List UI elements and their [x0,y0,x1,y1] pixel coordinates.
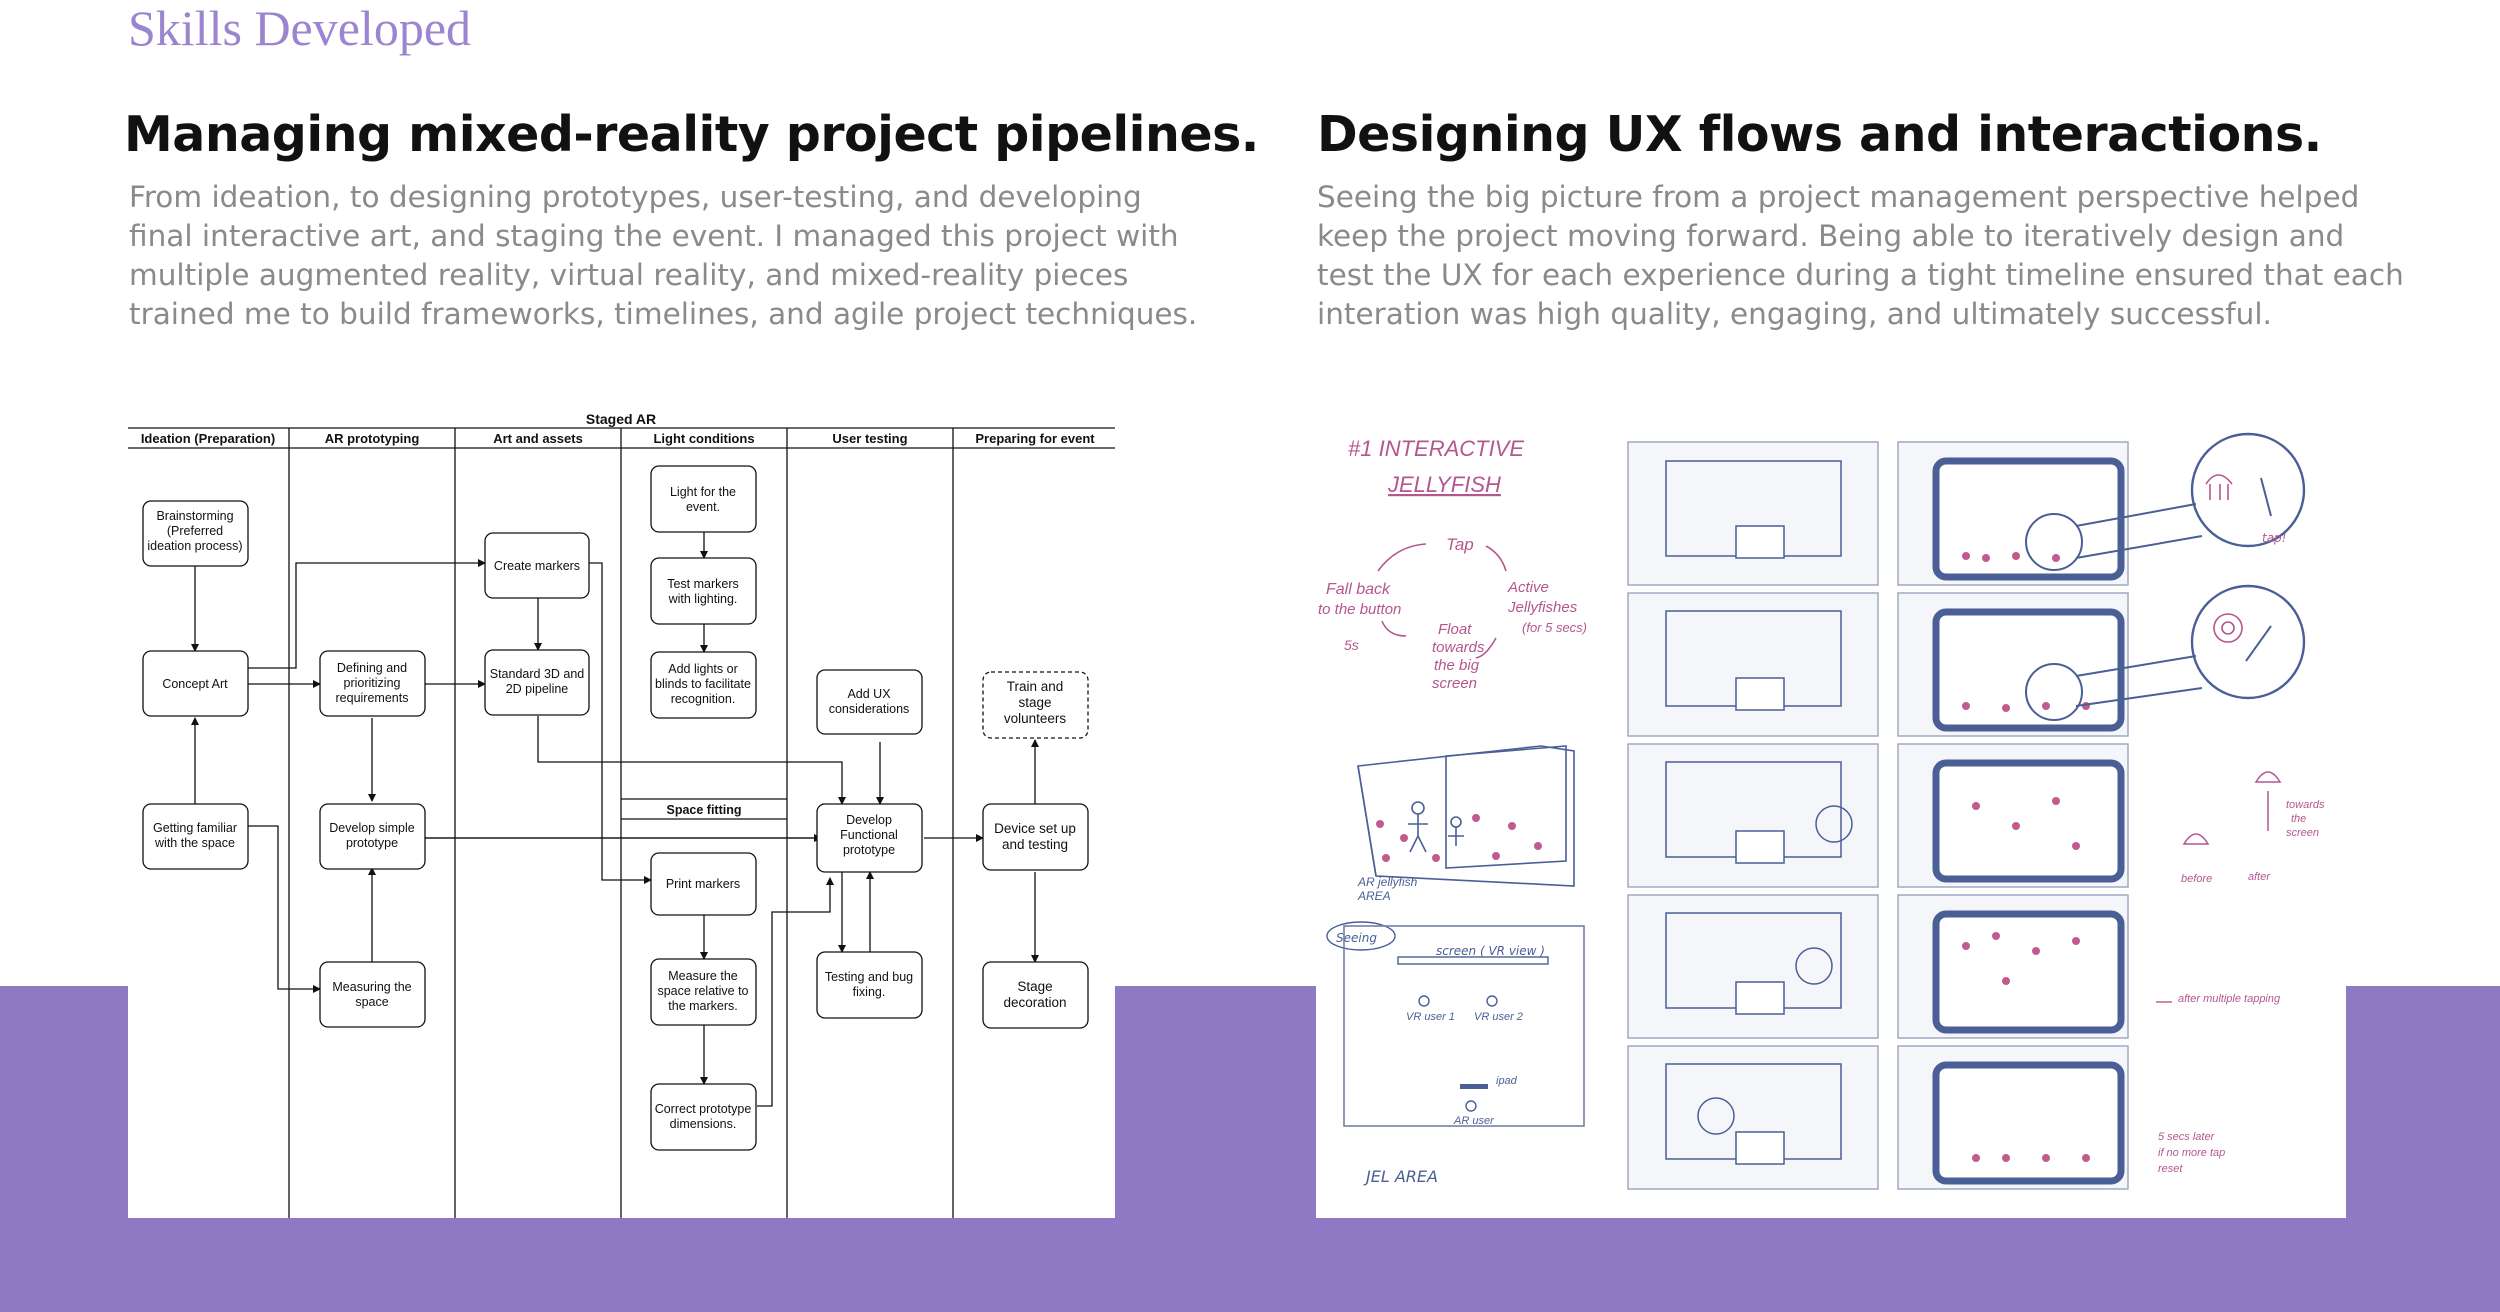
node-add-lights-3: recognition. [671,692,736,706]
ar-area-1: AR jellyfish [1357,875,1418,889]
node-functional-2: Functional [840,828,898,842]
vr-user-1: VR user 1 [1406,1011,1455,1023]
ar-user-label: AR user [1453,1115,1495,1127]
lane-light-conditions: Light conditions [653,431,754,446]
flowchart-svg: Staged AR Ideation (Preparation) AR prot… [128,411,1115,1218]
node-testing-1: Testing and bug [825,970,913,984]
cycle-float-1: Float [1438,621,1472,638]
node-measuring-1: Measuring the [332,980,411,994]
node-stage-decoration-1: Stage [1017,979,1052,994]
node-test-markers-2: with lighting. [668,592,738,606]
node-simple-proto-1: Develop simple [329,821,415,835]
node-measure-rel-3: the markers. [668,999,737,1013]
ipad-label: ipad [1496,1075,1518,1087]
ux-description: Seeing the big picture from a project ma… [1317,180,2404,331]
node-correct-proto-1: Correct prototype [655,1102,752,1116]
node-device-2: and testing [1002,837,1068,852]
cycle-float-3: the big [1434,657,1480,674]
space-fitting-label: Space fitting [666,803,741,817]
storyboard-svg: #1 INTERACTIVE JELLYFISH Tap Active Jell… [1318,432,2325,1190]
node-pipeline-1: Standard 3D and [490,667,585,681]
ux-storyboard-sketch: #1 INTERACTIVE JELLYFISH Tap Active Jell… [1316,406,2346,1218]
node-functional-3: prototype [843,843,895,857]
cycle-tap: Tap [1446,535,1474,554]
node-train-3: volunteers [1004,711,1067,726]
cycle-active-1: Active [1507,579,1549,596]
node-defining-1: Defining and [337,661,407,675]
section-title: Skills Developed [128,0,472,56]
node-concept-art: Concept Art [162,677,228,691]
before-label: before [2181,873,2212,885]
node-add-lights-1: Add lights or [668,662,737,676]
node-functional-1: Develop [846,813,892,827]
node-ux-1: Add UX [847,687,891,701]
reset-note-3: reset [2158,1163,2183,1175]
staged-ar-flowchart: Staged AR Ideation (Preparation) AR prot… [128,406,1115,1218]
flowchart-title: Staged AR [586,411,656,427]
vr-screen-label: screen ( VR view ) [1436,944,1545,958]
node-measure-rel-2: space relative to [657,984,748,998]
node-test-markers-1: Test markers [667,577,739,591]
cycle-float-4: screen [1432,675,1477,692]
node-correct-proto-2: dimensions. [670,1117,737,1131]
towards-2: the [2291,813,2306,825]
node-testing-2: fixing. [853,985,886,999]
node-light-event-2: event. [686,500,720,514]
lane-preparing-event: Preparing for event [975,431,1095,446]
node-print-markers: Print markers [666,877,740,891]
after-multiple-tapping: after multiple tapping [2178,993,2281,1005]
ux-heading: Designing UX flows and interactions. [1317,106,2322,163]
node-measure-rel-1: Measure the [668,969,738,983]
towards-3: screen [2286,827,2319,839]
reset-note-2: if no more tap [2158,1147,2225,1159]
pipelines-description: From ideation, to designing prototypes, … [129,180,1198,331]
node-simple-proto-2: prototype [346,836,398,850]
node-device-1: Device set up [994,821,1076,836]
node-brainstorming-2: (Preferred [167,524,223,538]
node-add-lights-2: blinds to facilitate [655,677,751,691]
lane-user-testing: User testing [832,431,907,446]
cycle-fallback-2: to the button [1318,601,1401,618]
seeing-label: Seeing [1336,931,1377,945]
cycle-time: 5s [1344,637,1359,653]
towards-1: towards [2286,799,2325,811]
node-familiar-1: Getting familiar [153,821,237,835]
pipelines-heading: Managing mixed-reality project pipelines… [124,106,1259,163]
node-ux-2: considerations [829,702,910,716]
node-create-markers: Create markers [494,559,580,573]
reset-note-1: 5 secs later [2158,1131,2216,1143]
node-defining-2: prioritizing [344,676,401,690]
vr-user-2: VR user 2 [1474,1011,1523,1023]
tap-note: tap! [2262,531,2287,545]
node-familiar-2: with the space [154,836,235,850]
node-measuring-2: space [355,995,388,1009]
jel-area-label: JEL AREA [1363,1167,1438,1186]
node-brainstorming-1: Brainstorming [156,509,233,523]
lane-ar-prototyping: AR prototyping [325,431,420,446]
node-defining-3: requirements [336,691,409,705]
node-stage-decoration-2: decoration [1003,995,1066,1010]
cycle-active-2: Jellyfishes [1507,599,1578,616]
cycle-float-2: towards [1432,639,1485,656]
cycle-active-3: (for 5 secs) [1522,620,1587,635]
storyboard-title-2: JELLYFISH [1387,472,1501,497]
node-light-event-1: Light for the [670,485,736,499]
node-train-1: Train and [1007,679,1064,694]
node-pipeline-2: 2D pipeline [506,682,569,696]
after-label: after [2248,871,2271,883]
cycle-fallback-1: Fall back [1326,581,1391,598]
storyboard-title-1: #1 INTERACTIVE [1348,436,1524,461]
lane-art-assets: Art and assets [493,431,583,446]
ar-area-2: AREA [1357,889,1391,903]
node-train-2: stage [1018,695,1051,710]
node-brainstorming-3: ideation process) [147,539,242,553]
lane-ideation: Ideation (Preparation) [141,431,275,446]
